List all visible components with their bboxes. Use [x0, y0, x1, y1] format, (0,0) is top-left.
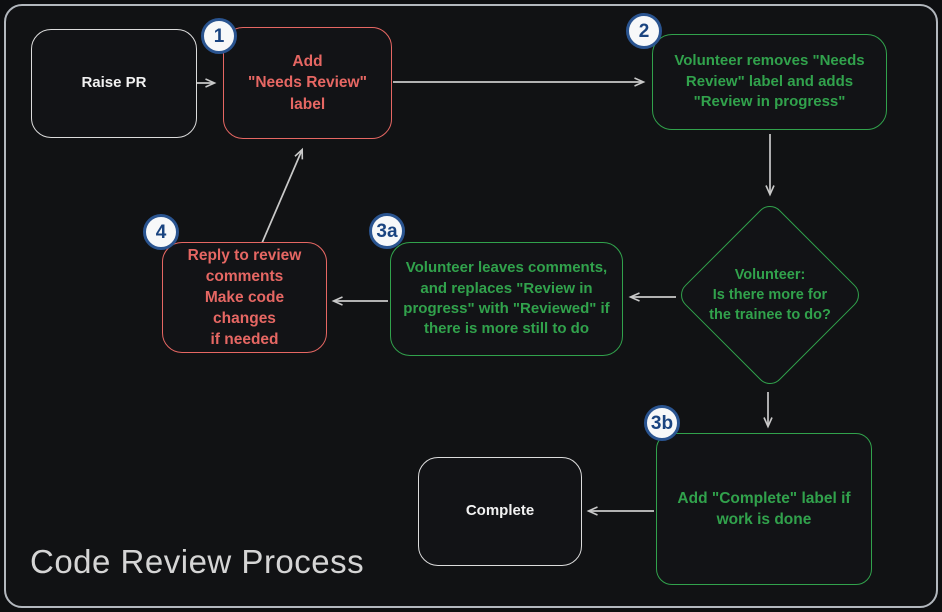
badge-step-4: 4 [143, 214, 179, 250]
node-add-needs-review-label: Add "Needs Review" label [248, 53, 367, 113]
badge-step-3a: 3a [369, 213, 405, 249]
badge-step-1: 1 [201, 18, 237, 54]
node-volunteer-leaves-comments: Volunteer leaves comments, and replaces … [390, 242, 623, 356]
node-reply-to-comments: Reply to review comments Make code chang… [162, 242, 327, 353]
node-complete-label: Complete [465, 502, 535, 520]
decision-diamond-label: Volunteer: Is there more for the trainee… [709, 266, 831, 324]
node-reply-to-comments-text: Reply to review comments Make code chang… [187, 246, 302, 349]
node-add-needs-review: Add "Needs Review" label [223, 27, 392, 139]
node-volunteer-removes-label: Volunteer removes "Needs Review" label a… [652, 34, 887, 130]
node-volunteer-leaves-comments-text: Volunteer leaves comments, and replaces … [403, 259, 610, 338]
node-complete: Complete [418, 457, 582, 566]
diagram-title: Code Review Process [30, 543, 365, 580]
badge-step-3b: 3b [644, 405, 680, 441]
node-volunteer-removes-label-text: Volunteer removes "Needs Review" label a… [674, 52, 865, 111]
node-raise-pr-label: Raise PR [81, 74, 147, 92]
badge-step-2: 2 [626, 13, 662, 49]
node-add-complete-label: Add "Complete" label if work is done [656, 433, 872, 585]
node-raise-pr: Raise PR [31, 29, 197, 138]
node-add-complete-label-text: Add "Complete" label if work is done [677, 489, 851, 528]
arrow-step4-to-step1 [261, 147, 304, 244]
